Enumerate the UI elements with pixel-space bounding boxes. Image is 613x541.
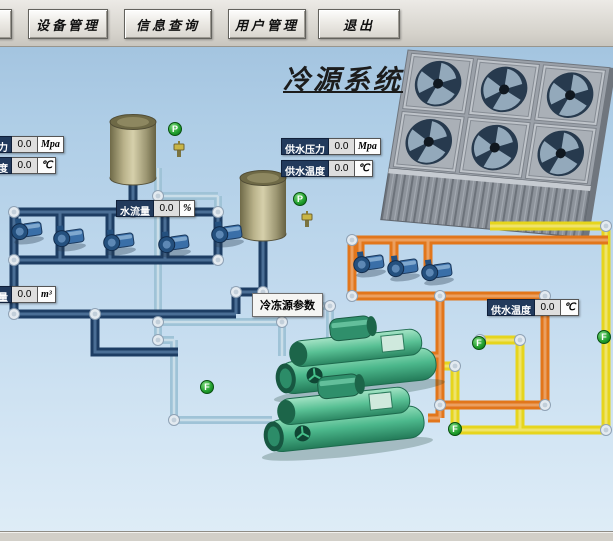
gauge-value: 0.0 — [535, 299, 561, 316]
gauge-label: 供水温度 — [487, 299, 535, 317]
gauge-label: 压力 — [0, 136, 12, 154]
left-temperature-gauge: 温度 0.0 ℃ — [0, 157, 57, 175]
gauge-unit: ℃ — [38, 157, 57, 174]
gauge-label: 水流量 — [116, 200, 154, 218]
page-title: 冷源系统 — [283, 65, 403, 95]
storage-tank-1 — [109, 114, 157, 186]
top-toolbar: 设备管理 信息查询 用户管理 退出 — [0, 0, 613, 47]
chilled-pump-4 — [156, 228, 192, 260]
gauge-label: 流量 — [0, 286, 12, 304]
chiller-source-params-button[interactable]: 冷冻源参数 — [252, 293, 323, 317]
flow-indicator[interactable]: F — [472, 336, 486, 350]
gauge-unit: ℃ — [355, 160, 374, 177]
left-pressure-gauge: 压力 0.0 Mpa — [0, 136, 64, 154]
toolbar-button-device-management[interactable]: 设备管理 — [28, 9, 108, 39]
gauge-value: 0.0 — [329, 138, 355, 155]
gauge-value: 0.0 — [12, 157, 38, 174]
cooling-pump-1 — [351, 248, 387, 280]
gauge-unit: Mpa — [355, 138, 381, 155]
flow-indicator[interactable]: F — [200, 380, 214, 394]
supply-temperature-gauge: 供水温度 0.0 ℃ — [281, 160, 374, 178]
storage-tank-2 — [239, 170, 287, 242]
cooling-pump-3 — [419, 256, 455, 288]
cooling-pump-2 — [385, 252, 421, 284]
pressure-indicator[interactable]: P — [293, 192, 307, 206]
left-volume-gauge: 流量 0.0 m³ — [0, 286, 56, 304]
gauge-label: 供水压力 — [281, 138, 329, 156]
valve-icon — [301, 210, 313, 228]
gauge-label: 温度 — [0, 157, 12, 175]
toolbar-button-user-management[interactable]: 用户管理 — [228, 9, 306, 39]
gauge-unit: % — [180, 200, 196, 217]
chilled-pump-2 — [51, 222, 87, 254]
gauge-value: 0.0 — [12, 286, 38, 303]
gauge-value: 0.0 — [329, 160, 355, 177]
toolbar-button-partial[interactable] — [0, 9, 12, 39]
flow-indicator[interactable]: F — [448, 422, 462, 436]
toolbar-button-exit[interactable]: 退出 — [318, 9, 400, 39]
gauge-value: 0.0 — [154, 200, 180, 217]
gauge-label: 供水温度 — [281, 160, 329, 178]
water-flow-gauge: 水流量 0.0 % — [116, 200, 196, 218]
window-bottom-edge — [0, 532, 613, 541]
toolbar-button-info-query[interactable]: 信息查询 — [124, 9, 212, 39]
gauge-unit: Mpa — [38, 136, 64, 153]
chilled-pump-3 — [101, 226, 137, 258]
gauge-unit: ℃ — [561, 299, 580, 316]
gauge-unit: m³ — [38, 286, 56, 303]
cooling-tower — [380, 49, 613, 238]
valve-icon — [173, 140, 185, 158]
supply-pressure-gauge: 供水压力 0.0 Mpa — [281, 138, 381, 156]
flow-indicator[interactable]: F — [597, 330, 611, 344]
pressure-indicator[interactable]: P — [168, 122, 182, 136]
chilled-pump-5 — [209, 218, 245, 250]
cooling-supply-temperature-gauge: 供水温度 0.0 ℃ — [487, 299, 580, 317]
chilled-pump-1 — [9, 215, 45, 247]
gauge-value: 0.0 — [12, 136, 38, 153]
cooling-water-yellow-pipes — [436, 226, 606, 430]
